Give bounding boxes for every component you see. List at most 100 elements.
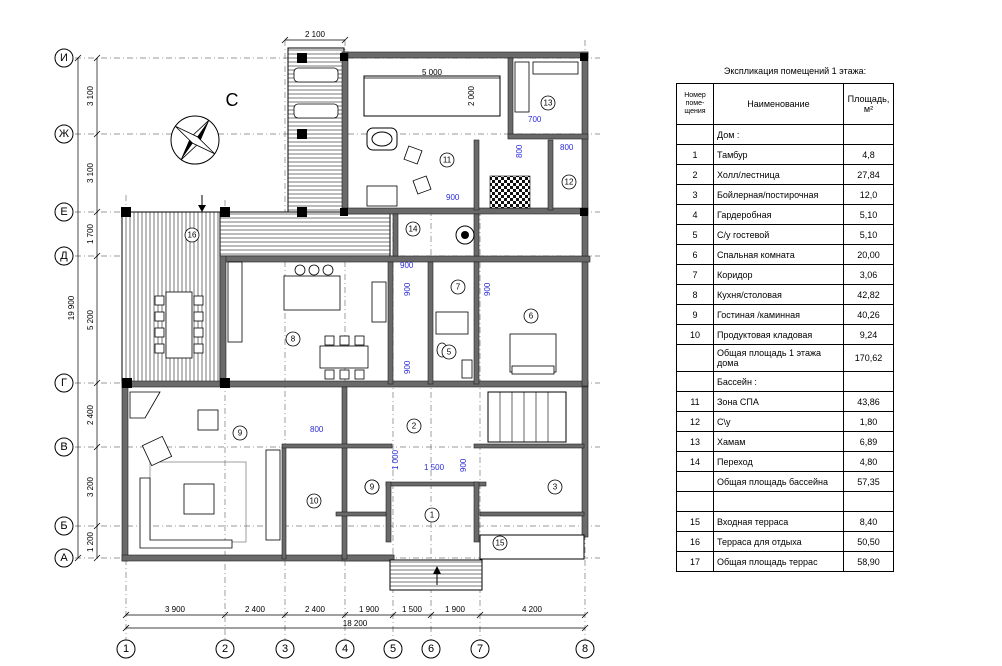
room-label-6: 6 bbox=[523, 308, 539, 324]
room-name-cell: Бассейн : bbox=[713, 371, 844, 392]
room-label-13: 13 bbox=[540, 95, 556, 111]
axis-marker-5: 5 bbox=[383, 639, 403, 659]
bathroom-fixtures bbox=[435, 311, 473, 379]
bed bbox=[509, 333, 557, 375]
svg-text:5: 5 bbox=[447, 348, 452, 357]
room-area-cell: 20,00 bbox=[843, 244, 894, 265]
header-room-name: Наименование bbox=[713, 83, 844, 125]
room-number-cell: 11 bbox=[676, 391, 714, 412]
axis-marker-3: 3 bbox=[275, 639, 295, 659]
svg-text:А: А bbox=[60, 552, 68, 564]
svg-text:1 900: 1 900 bbox=[445, 605, 466, 614]
svg-text:5 200: 5 200 bbox=[86, 309, 95, 330]
room-name-cell: Общая площадь бассейна bbox=[713, 471, 844, 492]
spa-lounge-chairs bbox=[366, 145, 432, 207]
svg-text:18 200: 18 200 bbox=[343, 619, 368, 628]
room-number-cell: 3 bbox=[676, 184, 714, 205]
room-name-cell: Дом : bbox=[713, 124, 844, 145]
room-number-cell: 6 bbox=[676, 244, 714, 265]
room-schedule-title: Экспликация помещений 1 этажа: bbox=[723, 66, 867, 76]
svg-text:13: 13 bbox=[544, 99, 553, 108]
svg-text:3 100: 3 100 bbox=[86, 162, 95, 183]
svg-text:800: 800 bbox=[560, 143, 574, 152]
room-schedule-table: Номер поме-щения Наименование Площадь, м… bbox=[676, 83, 894, 572]
jacuzzi-icon bbox=[366, 127, 398, 151]
axis-marker-d: Д bbox=[54, 246, 74, 266]
room-area-cell: 42,82 bbox=[843, 284, 894, 305]
room-area-cell: 5,10 bbox=[843, 204, 894, 225]
svg-text:1 000: 1 000 bbox=[391, 449, 400, 470]
room-name-cell: С/у гостевой bbox=[713, 224, 844, 245]
room-number-cell: 16 bbox=[676, 531, 714, 552]
room-label-7: 7 bbox=[450, 279, 466, 295]
svg-text:5 000: 5 000 bbox=[422, 68, 443, 77]
svg-text:9: 9 bbox=[238, 429, 243, 438]
axis-marker-2: 2 bbox=[215, 639, 235, 659]
svg-text:800: 800 bbox=[515, 144, 524, 158]
room-area-cell: 12,0 bbox=[843, 184, 894, 205]
room-number-cell: 14 bbox=[676, 451, 714, 472]
room-number-cell: 2 bbox=[676, 164, 714, 185]
svg-text:3 100: 3 100 bbox=[86, 85, 95, 106]
room-label-9: 9 bbox=[232, 425, 248, 441]
kitchen-counter bbox=[227, 261, 387, 343]
terrace-arrow bbox=[198, 195, 206, 212]
room-area-cell: 1,80 bbox=[843, 411, 894, 432]
svg-text:2 400: 2 400 bbox=[86, 404, 95, 425]
room-name-cell bbox=[713, 491, 844, 512]
room-label-15: 15 bbox=[492, 535, 508, 551]
room-name-cell: Общая площадь 1 этажа дома bbox=[713, 344, 844, 372]
svg-text:8: 8 bbox=[582, 643, 588, 655]
room-number-cell: 12 bbox=[676, 411, 714, 432]
room-area-cell: 40,26 bbox=[843, 304, 894, 325]
columns bbox=[121, 53, 588, 388]
room-name-cell: Хамам bbox=[713, 431, 844, 452]
axis-marker-1: 1 bbox=[116, 639, 136, 659]
axis-marker-b: Б bbox=[54, 516, 74, 536]
axis-marker-7: 7 bbox=[470, 639, 490, 659]
table-header-row: Номер поме-щения Наименование Площадь, м… bbox=[676, 83, 894, 125]
svg-text:7: 7 bbox=[477, 643, 483, 655]
table-row: Дом : bbox=[676, 124, 894, 145]
room-labels: 1 2 3 4 5 6 7 8 9 9 10 11 12 13 14 15 16 bbox=[184, 95, 577, 551]
axis-marker-v: В bbox=[54, 437, 74, 457]
room-number-cell bbox=[676, 371, 714, 392]
svg-text:800: 800 bbox=[310, 425, 324, 434]
svg-text:3 200: 3 200 bbox=[86, 476, 95, 497]
room-name-cell: Продуктовая кладовая bbox=[713, 324, 844, 345]
svg-text:900: 900 bbox=[459, 458, 468, 472]
room-area-cell: 43,86 bbox=[843, 391, 894, 412]
room-area-cell: 58,90 bbox=[843, 551, 894, 572]
svg-text:4: 4 bbox=[342, 643, 348, 655]
header-room-number: Номер поме-щения bbox=[676, 83, 714, 125]
svg-text:Б: Б bbox=[60, 520, 67, 532]
terrace-dining-table bbox=[154, 291, 204, 359]
top-dimension: 2 100 bbox=[281, 30, 349, 44]
svg-text:11: 11 bbox=[443, 156, 452, 165]
entrance-terrace bbox=[389, 534, 585, 591]
room-schedule: Экспликация помещений 1 этажа: Номер пом… bbox=[676, 66, 894, 572]
room-area-cell: 8,40 bbox=[843, 511, 894, 532]
room-label-5: 5 bbox=[441, 344, 457, 360]
room-area-cell: 6,89 bbox=[843, 431, 894, 452]
living-room-furniture bbox=[129, 391, 281, 549]
svg-text:2: 2 bbox=[412, 422, 417, 431]
room-number-cell: 17 bbox=[676, 551, 714, 572]
room-label-3: 3 bbox=[547, 479, 563, 495]
room-label-9b: 9 bbox=[364, 479, 380, 495]
bottom-dimension-chain: 3 900 2 400 2 400 1 900 1 500 1 900 4 20… bbox=[122, 605, 589, 632]
axis-marker-zh: Ж bbox=[54, 124, 74, 144]
svg-text:2 000: 2 000 bbox=[467, 85, 476, 106]
room-name-cell: Общая площадь террас bbox=[713, 551, 844, 572]
svg-text:Г: Г bbox=[61, 377, 67, 389]
room-name-cell: Терраса для отдыха bbox=[713, 531, 844, 552]
